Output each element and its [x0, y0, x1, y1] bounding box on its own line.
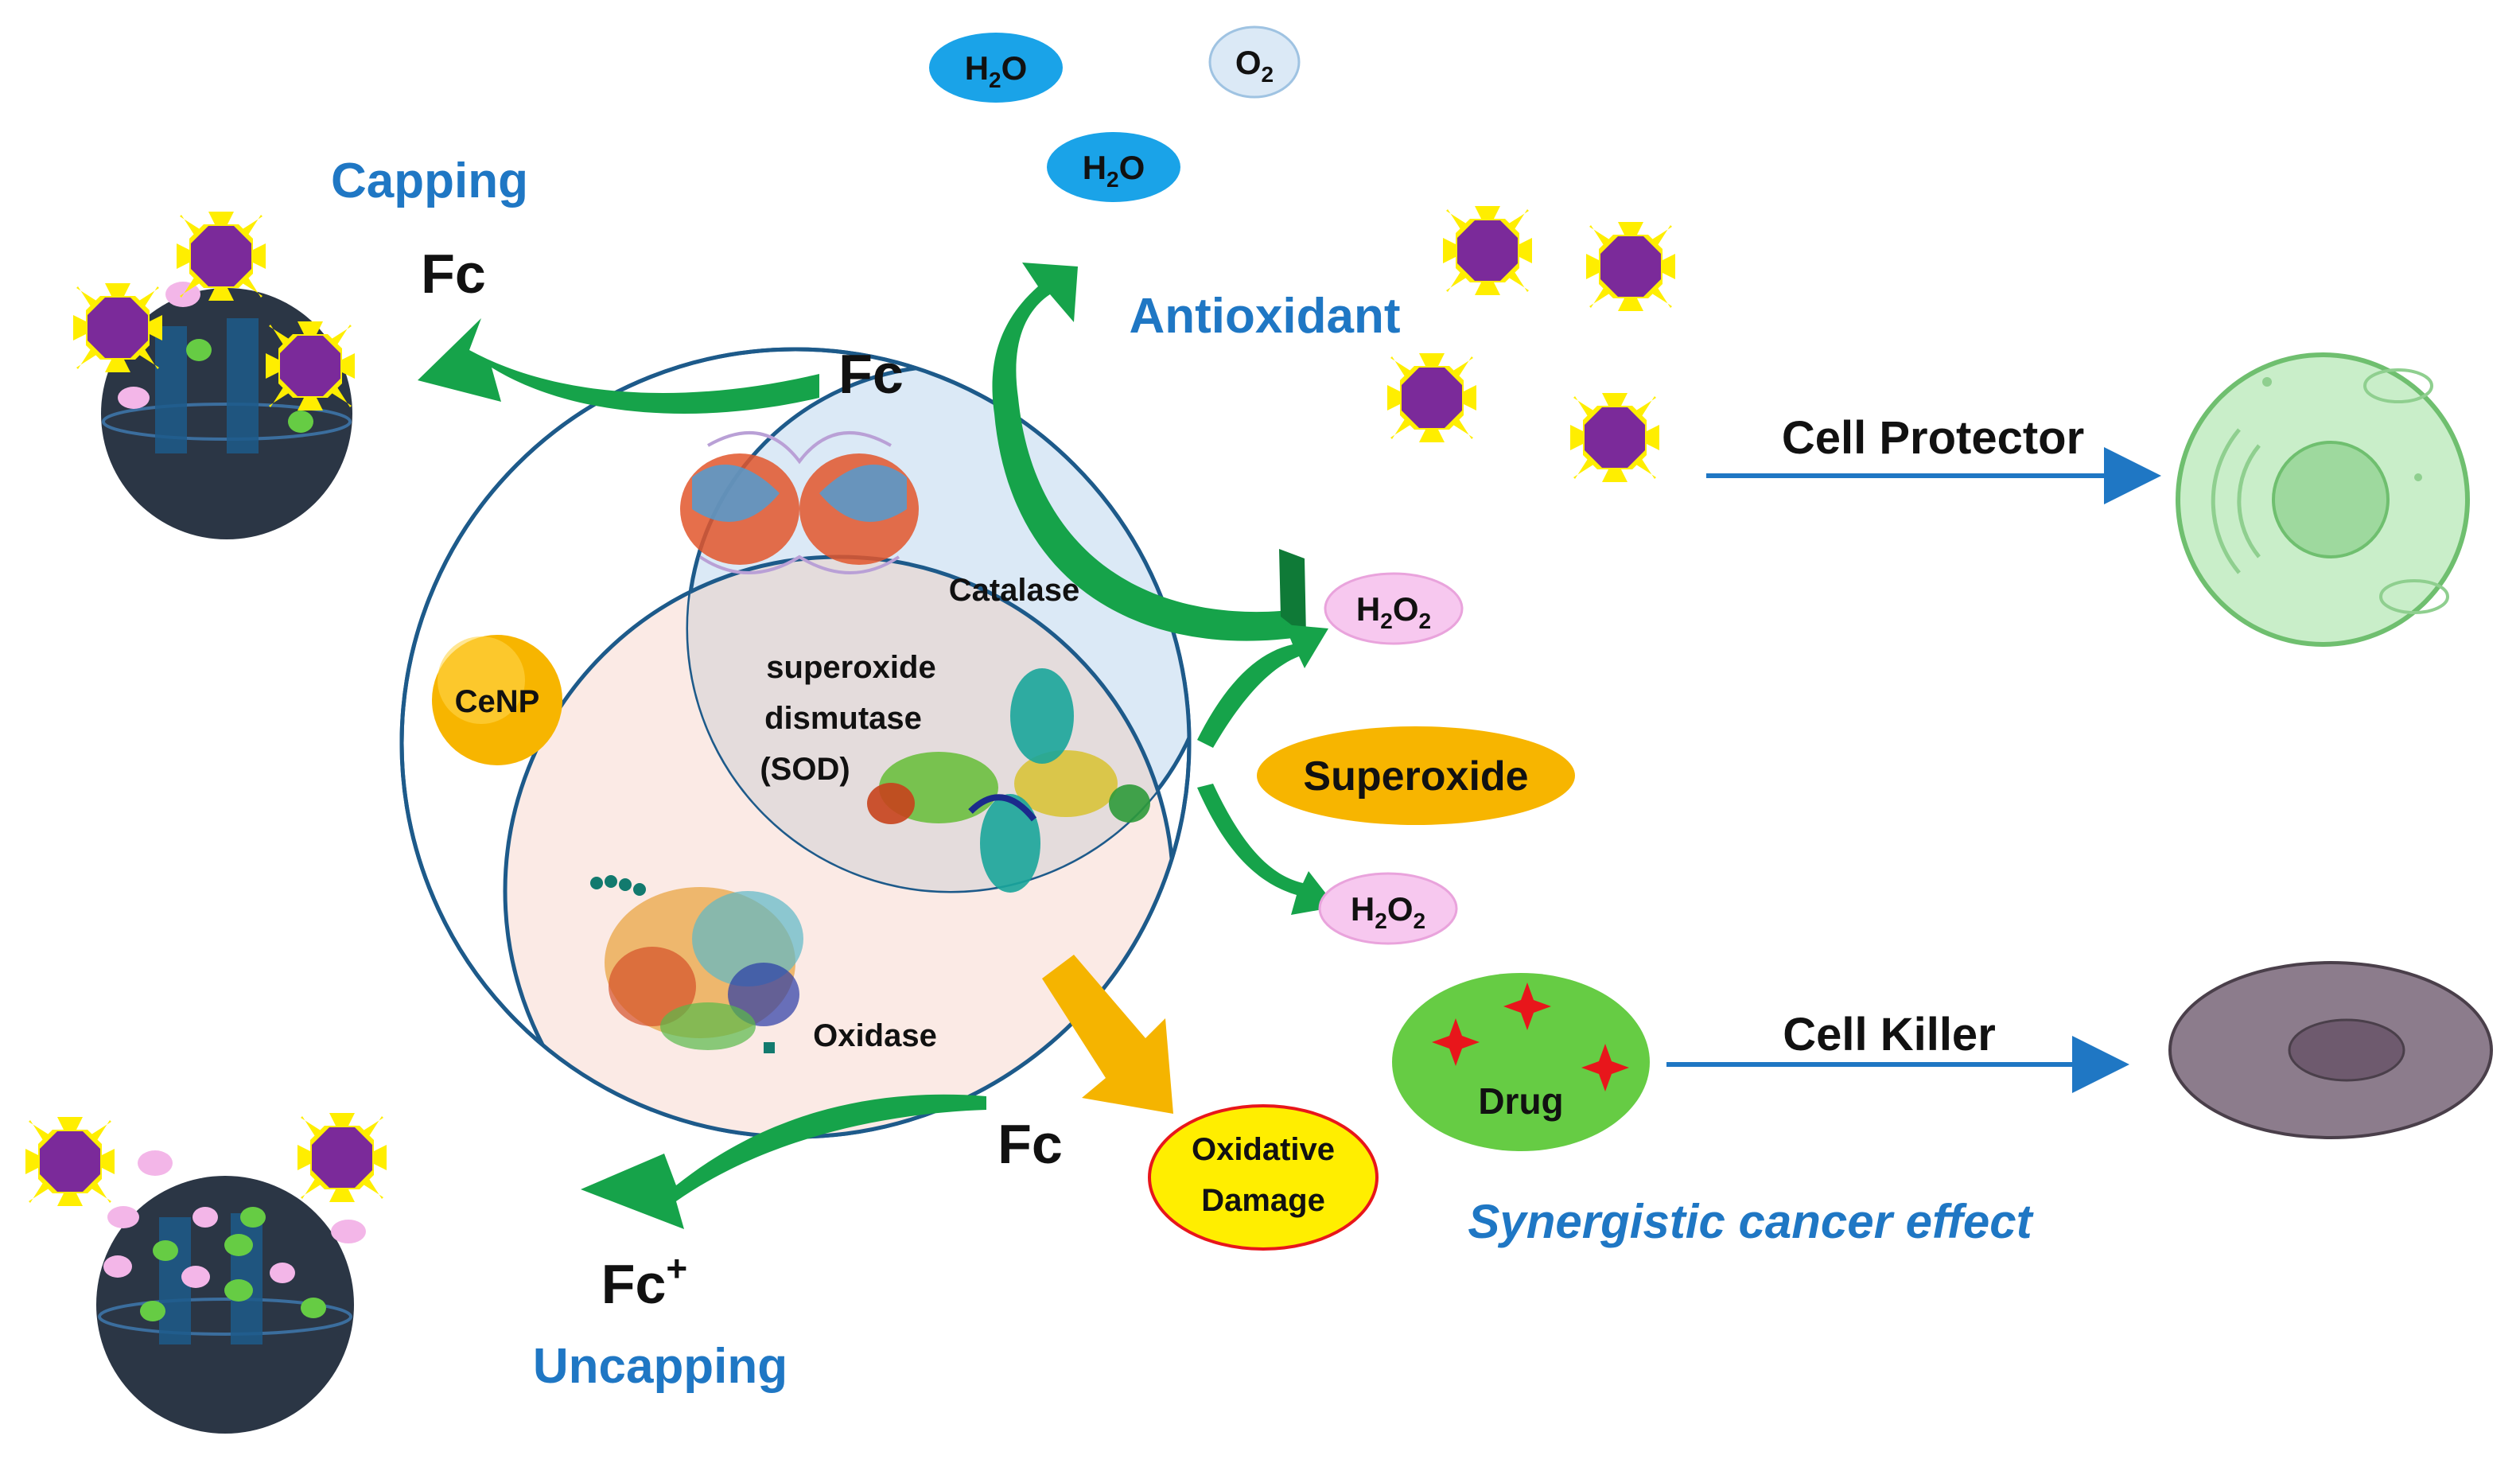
svg-text:H2O2: H2O2: [1356, 590, 1431, 633]
healthy-cell-icon: [2176, 352, 2470, 647]
water-molecule: H2O: [929, 33, 1063, 103]
svg-text:H2O: H2O: [965, 49, 1028, 92]
uncapping-arrow: [581, 1094, 986, 1229]
oxidative-damage-badge: Oxidative Damage: [1148, 1104, 1379, 1251]
enzyme-mimetic-circle: CeNP Catalase superoxide dismutase (SOD)…: [399, 347, 1192, 1139]
peroxide-sub2: 2: [1419, 609, 1432, 633]
sod-label-line2: dismutase: [764, 701, 922, 736]
oxygen-molecule: O2: [1208, 25, 1301, 99]
antioxidant-caps: [1387, 206, 1675, 482]
ferrocene-cap-icon: [1570, 393, 1659, 482]
water-sub: 2: [1106, 167, 1119, 192]
ferrocene-cap-icon: [266, 321, 355, 411]
fc-bottom-label: Fc: [998, 1113, 1063, 1175]
fc-plus-base: Fc: [601, 1253, 667, 1315]
sod-label-line3: (SOD): [760, 752, 850, 787]
fc-plus-label: Fc+: [601, 1247, 688, 1315]
antioxidant-label: Antioxidant: [1130, 289, 1401, 344]
water-sub: 2: [989, 68, 1001, 92]
superoxide-label: Superoxide: [1303, 753, 1528, 800]
capping-arrow: [418, 318, 819, 414]
oxidative-label-line2: Damage: [1201, 1183, 1325, 1218]
sod-protein-icon: [867, 668, 1150, 893]
catalase-label: Catalase: [949, 573, 1080, 608]
superoxide-badge: Superoxide: [1257, 726, 1575, 825]
synergistic-label: Synergistic cancer effect: [1468, 1195, 2034, 1248]
ferrocene-cap-icon: [1586, 222, 1675, 311]
ferrocene-cap-icon: [177, 212, 266, 301]
uncapping-label: Uncapping: [533, 1339, 788, 1394]
svg-text:H2O: H2O: [1083, 149, 1145, 192]
catalase-protein-icon: [680, 431, 919, 574]
svg-text:H2O2: H2O2: [1351, 890, 1425, 933]
ferrocene-cap-icon: [1387, 353, 1476, 442]
water-o: O: [1001, 49, 1028, 87]
cell-protector-label: Cell Protector: [1782, 412, 2084, 464]
ferrocene-cap-icon: [1443, 206, 1532, 295]
catalase-arrow: [992, 263, 1306, 641]
oxidative-label-line1: Oxidative: [1192, 1132, 1335, 1167]
oxidase-protein-icon: [590, 875, 803, 1053]
oxidase-arrow: [1042, 955, 1173, 1114]
oxygen-o: O: [1235, 44, 1262, 81]
water-h: H: [1083, 149, 1106, 186]
drug-label: Drug: [1478, 1080, 1563, 1122]
peroxide-o: O: [1393, 590, 1419, 628]
drug-badge: Drug: [1392, 973, 1650, 1151]
cancer-cell-icon: [2168, 961, 2493, 1139]
hydrogen-peroxide-molecule: H2O2: [1318, 872, 1458, 945]
fc-plus-sup: +: [666, 1247, 687, 1289]
peroxide-h: H: [1351, 890, 1375, 928]
peroxide-sub1: 2: [1375, 909, 1387, 933]
cenp-particle: CeNP: [432, 635, 562, 765]
ferrocene-cap-icon: [73, 283, 162, 372]
oxidase-label: Oxidase: [813, 1018, 937, 1053]
water-h: H: [965, 49, 989, 87]
peroxide-sub2: 2: [1414, 909, 1426, 933]
uncapped-nanoparticle: [25, 1113, 387, 1434]
capped-nanoparticle: [73, 212, 355, 539]
ferrocene-cap-icon: [25, 1117, 115, 1206]
water-molecule: H2O: [1047, 132, 1180, 202]
sod-label-line1: superoxide: [766, 650, 935, 685]
fc-capping-label: Fc: [421, 243, 486, 305]
peroxide-h: H: [1356, 590, 1380, 628]
cell-killer-label: Cell Killer: [1783, 1009, 1996, 1060]
peroxide-o: O: [1387, 890, 1414, 928]
water-o: O: [1119, 149, 1145, 186]
ferrocene-cap-icon: [298, 1113, 387, 1202]
svg-text:O2: O2: [1235, 44, 1274, 87]
capping-label: Capping: [331, 154, 528, 208]
hydrogen-peroxide-molecule: H2O2: [1324, 572, 1464, 645]
cenp-label: CeNP: [455, 684, 540, 719]
peroxide-sub1: 2: [1380, 609, 1393, 633]
fc-top-label: Fc: [838, 343, 904, 405]
oxygen-sub: 2: [1262, 62, 1274, 87]
